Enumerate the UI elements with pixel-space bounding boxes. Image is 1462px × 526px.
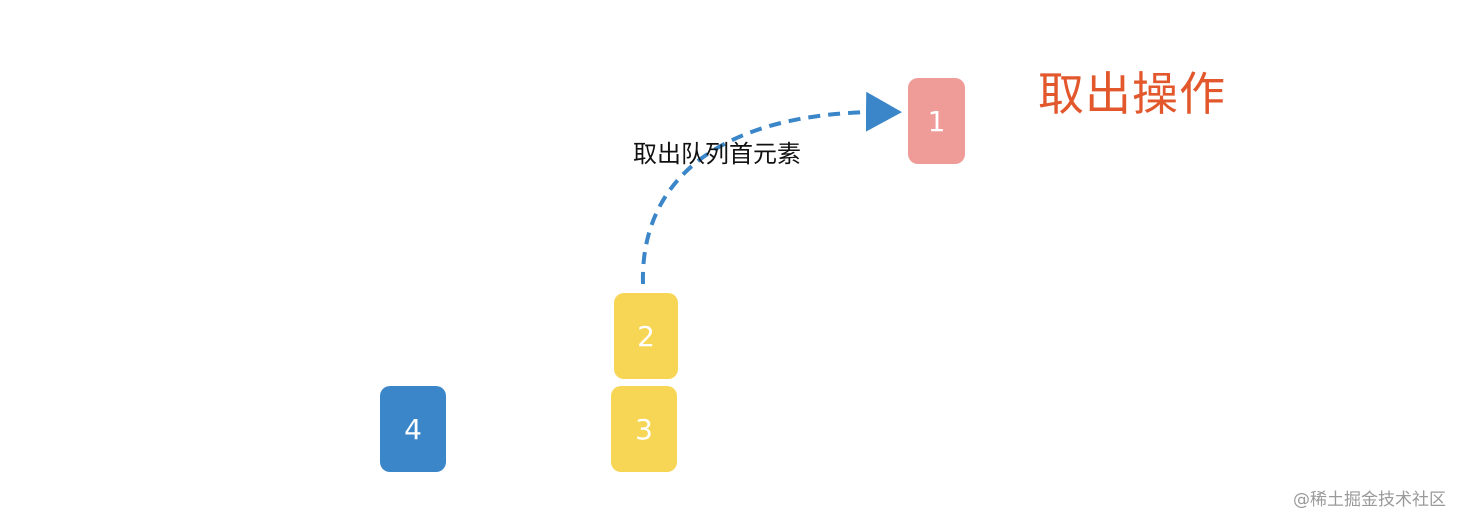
queue-item-3: 3 — [611, 386, 677, 472]
queue-item-label: 2 — [637, 319, 655, 353]
operation-title: 取出操作 — [1038, 67, 1226, 121]
queue-item-4: 4 — [380, 386, 446, 472]
queue-item-label: 3 — [635, 412, 653, 446]
arrow-label: 取出队列首元素 — [633, 140, 801, 168]
queue-item-1-dequeued: 1 — [908, 78, 965, 164]
watermark: @稀土掘金技术社区 — [1293, 490, 1446, 510]
queue-item-2: 2 — [614, 293, 678, 379]
queue-item-label: 1 — [927, 104, 946, 138]
queue-item-label: 4 — [404, 412, 422, 446]
